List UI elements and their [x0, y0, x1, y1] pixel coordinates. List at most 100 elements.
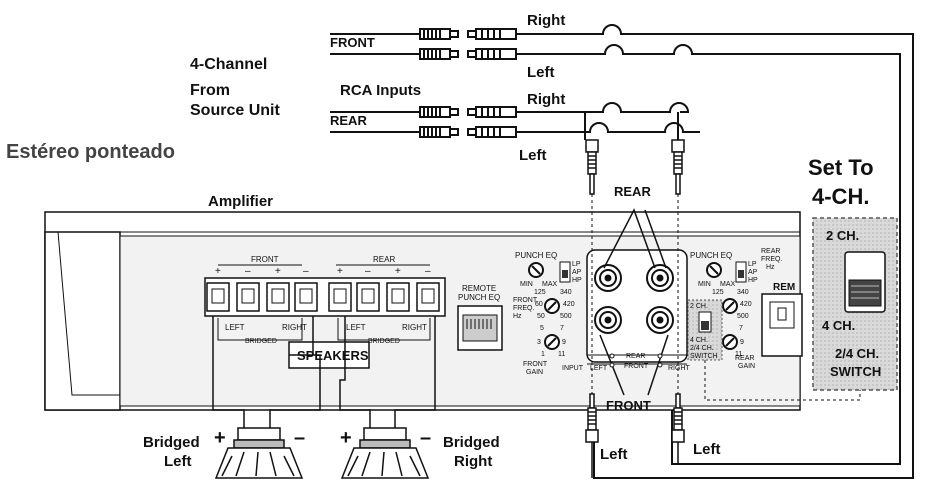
input-label: INPUT	[562, 365, 584, 372]
rca-input-panel: REAR FRONT REAR FRONT INPUT LEFT RIGHT	[562, 184, 691, 413]
rear-right-terminal-label: RIGHT	[402, 323, 427, 332]
set-to-line-2: 4-CH.	[812, 184, 869, 209]
left-speaker-minus: –	[294, 427, 305, 449]
left-speaker-label-1: Bridged	[143, 434, 200, 451]
amplifier-title: Amplifier	[208, 193, 273, 210]
rear-freq-label-2: FREQ.	[761, 256, 782, 263]
front-rca-callout: FRONT	[606, 398, 651, 413]
front-left-terminal-label: LEFT	[225, 323, 245, 332]
callout-2ch-label: 2 CH.	[826, 228, 859, 243]
right-speaker	[340, 427, 430, 479]
terminal-polarity-label: +	[337, 266, 343, 277]
front-freq-label-1: FRONT	[513, 297, 538, 304]
remote-label-1: REMOTE	[462, 284, 496, 293]
left-speaker-plus: +	[214, 427, 226, 449]
left-speaker	[214, 427, 304, 479]
set-to-line-1: Set To	[808, 155, 874, 180]
speaker-terminal[interactable]	[206, 282, 230, 312]
front-gain-5: 5	[540, 325, 544, 332]
front-right-terminal-label: RIGHT	[282, 323, 307, 332]
terminal-polarity-label: +	[215, 266, 221, 277]
switch-callout: Set To 4-CH. 2 CH. 4 CH. 2/4 CH. SWITCH	[808, 155, 898, 391]
speaker-terminal[interactable]	[236, 282, 260, 312]
rear-controls: PUNCH EQ MIN MAX LP AP HP REAR FREQ. Hz …	[690, 248, 782, 370]
speaker-terminal[interactable]	[328, 282, 352, 312]
rca-inputs-label: RCA Inputs	[340, 82, 421, 99]
amp-channel-switch: 2 CH. 4 CH. 2/4 CH. SWITCH	[687, 299, 723, 361]
source-line-1: 4-Channel	[190, 56, 267, 73]
rear-hp-label: HP	[748, 277, 758, 284]
rear-freq-125: 125	[712, 289, 724, 296]
front-controls: PUNCH EQ MIN MAX LP AP HP FRONT FREQ. Hz…	[513, 251, 582, 376]
front-bridged-label: BRIDGED	[245, 338, 277, 345]
rear-gain-label-2: GAIN	[738, 363, 755, 370]
remote-label-2: PUNCH EQ	[458, 293, 500, 302]
cable-labels: Right Left Right Left	[519, 12, 565, 164]
rear-freq-label-1: REAR	[761, 248, 780, 255]
rear-lp-label: LP	[748, 261, 757, 268]
terminal-polarity-label: +	[275, 266, 281, 277]
speaker-terminal[interactable]	[386, 282, 410, 312]
front-gain-9: 9	[562, 339, 566, 346]
rear-freq-340: 340	[737, 289, 749, 296]
rear-freq-420: 420	[740, 301, 752, 308]
rear-gain-7: 7	[739, 325, 743, 332]
source-line-2: From	[190, 82, 230, 99]
rear-ap-label: AP	[748, 269, 758, 276]
terminal-polarity-label: +	[395, 266, 401, 277]
rear-source-label: REAR	[330, 113, 367, 128]
right-speaker-label-1: Bridged	[443, 434, 500, 451]
front-gain-label-2: GAIN	[526, 369, 543, 376]
routing-wires	[584, 24, 914, 479]
terminal-polarity-label: –	[365, 266, 371, 277]
amp-switch-4ch: 4 CH.	[690, 337, 708, 344]
bottom-left-label-1: Left	[600, 446, 628, 463]
amp-switch-24-1: 2/4 CH.	[690, 345, 714, 352]
speaker-wires	[212, 316, 436, 430]
front-freq-label-3: Hz	[513, 313, 522, 320]
terminal-front-header: FRONT	[251, 255, 279, 264]
rear-right-label: Right	[527, 91, 565, 108]
speaker-terminal[interactable]	[294, 282, 318, 312]
source-line-3: Source Unit	[190, 102, 280, 119]
input-rear-label: REAR	[626, 353, 645, 360]
front-gain-7: 7	[560, 325, 564, 332]
callout-4ch-label: 4 CH.	[822, 318, 855, 333]
front-lp-label: LP	[572, 261, 581, 268]
rear-gain-label-1: REAR	[735, 355, 754, 362]
rear-max-label: MAX	[720, 281, 736, 288]
left-speaker-label-2: Left	[164, 453, 192, 470]
right-speaker-minus: –	[420, 427, 431, 449]
punch-eq-right-label: PUNCH EQ	[690, 251, 732, 260]
rem-label: REM	[773, 282, 795, 293]
rear-min-label: MIN	[698, 281, 711, 288]
rear-left-label: Left	[519, 147, 547, 164]
amp-switch-24-2: SWITCH	[690, 353, 718, 360]
amp-switch-2ch: 2 CH.	[690, 303, 708, 310]
right-speaker-plus: +	[340, 427, 352, 449]
front-rca-plugs	[585, 393, 685, 478]
front-gain-11: 11	[558, 351, 565, 358]
speaker-terminal[interactable]	[266, 282, 290, 312]
rear-bridged-label: BRIDGED	[368, 338, 400, 345]
front-right-label: Right	[527, 12, 565, 29]
front-freq-500: 500	[560, 313, 572, 320]
front-hp-label: HP	[572, 277, 582, 284]
bottom-left-label-2: Left	[693, 441, 721, 458]
callout-24ch-label: 2/4 CH.	[835, 346, 879, 361]
speakers-label: SPEAKERS	[297, 348, 369, 363]
rear-freq-label-3: Hz	[766, 264, 775, 271]
front-freq-label-2: FREQ.	[513, 305, 534, 312]
front-source-label: FRONT	[330, 35, 375, 50]
front-freq-420: 420	[563, 301, 575, 308]
front-gain-1: 1	[541, 351, 545, 358]
terminal-polarity-label: –	[303, 266, 309, 277]
terminal-polarity-label: –	[425, 266, 431, 277]
speaker-terminal[interactable]	[356, 282, 380, 312]
punch-eq-left-label: PUNCH EQ	[515, 251, 557, 260]
rear-rca-callout: REAR	[614, 184, 651, 199]
front-left-label: Left	[527, 64, 555, 81]
rear-gain-11: 11	[735, 351, 742, 358]
speaker-terminal[interactable]	[416, 282, 440, 312]
